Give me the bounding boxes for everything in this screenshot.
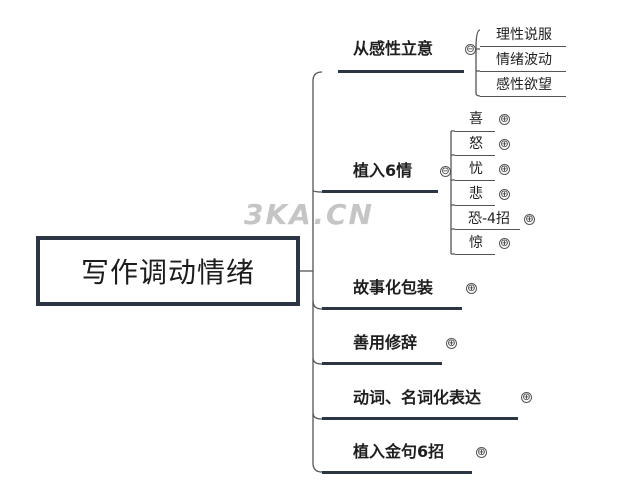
connector-b2-ticks [451,130,455,255]
root-node[interactable]: 写作调动情绪 [36,236,300,306]
branch-5-label[interactable]: 动词、名词化表达 [353,388,482,407]
expand-icon[interactable]: ⊕ [524,214,535,225]
leaf-surprise[interactable]: 惊 [469,235,483,251]
leaf-underline [455,180,495,181]
leaf-underline [480,71,566,72]
leaf-underline [455,205,495,206]
expand-icon[interactable]: ⊕ [499,139,510,150]
leaf-emotional-fluctuation[interactable]: 情绪波动 [496,52,552,68]
leaf-sorrow[interactable]: 悲 [469,186,483,202]
collapse-icon[interactable]: ⊖ [440,166,451,177]
leaf-emotional-desire[interactable]: 感性欲望 [496,77,552,93]
leaf-joy[interactable]: 喜 [469,111,483,127]
expand-icon[interactable]: ⊕ [499,114,510,125]
leaf-underline [455,131,495,132]
expand-icon[interactable]: ⊕ [521,392,532,403]
connector-branch-3 [312,300,323,310]
connector-branch-2 [312,189,323,193]
leaf-worry[interactable]: 忧 [469,161,483,177]
branch-5-underline [322,417,518,420]
leaf-rational-persuasion[interactable]: 理性说服 [496,27,552,43]
branch-2-label[interactable]: 植入6情 [353,161,413,180]
leaf-fear[interactable]: 恐-4招 [468,211,510,227]
expand-icon[interactable]: ⊕ [499,164,510,175]
branch-3-underline [322,307,462,310]
branch-1-underline [338,70,464,73]
branch-4-label[interactable]: 善用修辞 [353,333,418,352]
expand-icon[interactable]: ⊕ [499,189,510,200]
branch-3-label[interactable]: 故事化包装 [353,278,434,297]
leaf-underline [480,46,566,47]
branch-2-underline [322,190,438,193]
expand-icon[interactable]: ⊕ [499,238,510,249]
expand-icon[interactable]: ⊕ [476,447,487,458]
connector-b2-children [446,131,452,254]
connector-trunk [312,71,323,473]
expand-icon[interactable]: ⊕ [466,283,477,294]
connector-branch-5 [312,412,323,420]
connector-branch-4 [312,357,323,365]
root-label: 写作调动情绪 [80,256,255,289]
branch-1-label[interactable]: 从感性立意 [353,39,434,58]
connector-b1-children [475,29,481,97]
expand-icon[interactable]: ⊕ [446,338,457,349]
leaf-underline [455,155,495,156]
branch-6-underline [322,471,472,474]
branch-4-underline [322,362,442,365]
leaf-underline [455,229,520,230]
leaf-underline [455,254,495,255]
branch-6-label[interactable]: 植入金句6招 [353,442,445,461]
leaf-anger[interactable]: 怒 [469,136,483,152]
leaf-underline [480,96,566,97]
collapse-icon[interactable]: ⊖ [465,44,476,55]
watermark: 3KA.CN [244,198,374,231]
